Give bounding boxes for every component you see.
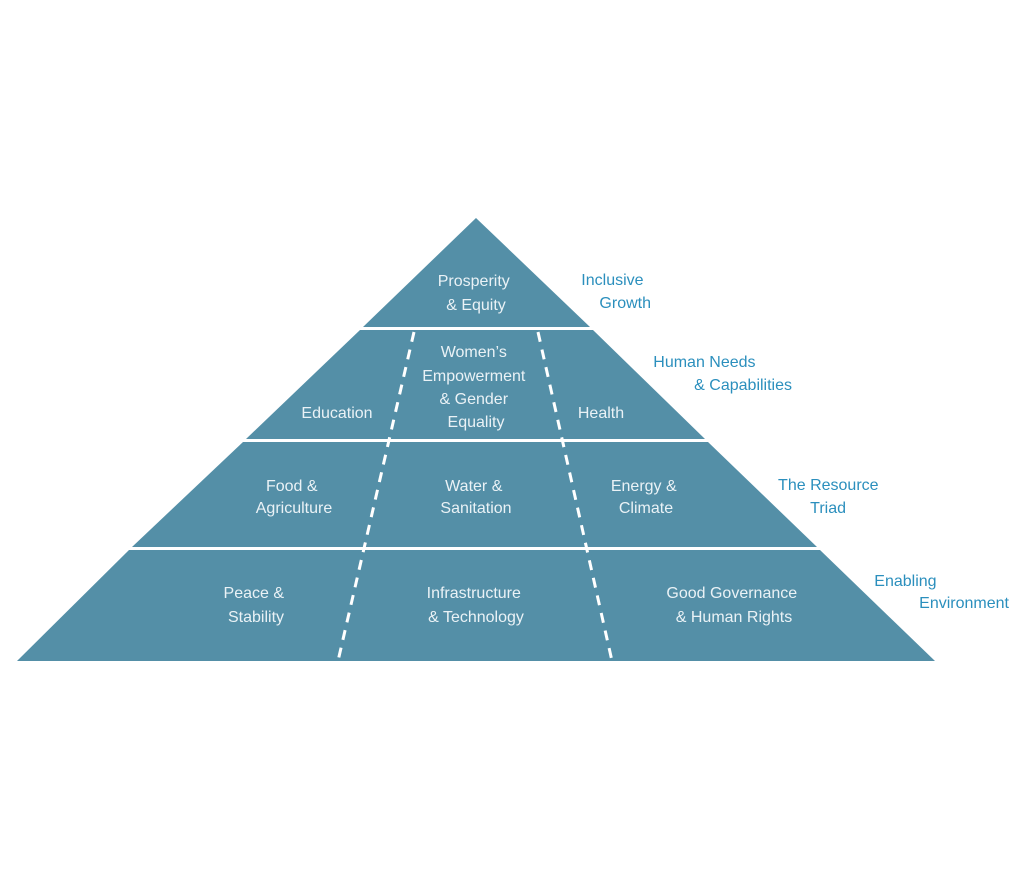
cell-good-governance: Good Governance & Human Rights	[666, 585, 801, 626]
right-divider	[536, 331, 614, 662]
side-label-human-needs: Human Needs & Capabilities	[653, 354, 792, 394]
left-divider	[336, 331, 416, 662]
cell-energy-climate: Energy & Climate	[611, 478, 681, 517]
pyramid-tier-4	[17, 550, 935, 661]
cell-health: Health	[578, 405, 624, 422]
cell-peace-stability: Peace & Stability	[224, 585, 289, 626]
cell-water-sanitation: Water & Sanitation	[440, 478, 511, 517]
side-label-inclusive-growth: Inclusive Growth	[581, 272, 651, 312]
cell-womens-empowerment: Women’s Empowerment & Gender Equality	[422, 344, 530, 431]
cell-infrastructure-technology: Infrastructure & Technology	[427, 585, 526, 626]
side-label-enabling-environment: Enabling Environment	[874, 573, 1009, 612]
cell-food-agriculture: Food & Agriculture	[256, 478, 333, 517]
cell-prosperity-equity: Prosperity & Equity	[438, 273, 514, 314]
cell-education: Education	[301, 405, 372, 422]
pyramid-tier-2	[246, 330, 705, 439]
pyramid-tier-1	[363, 218, 590, 327]
pyramid-tier-3	[132, 442, 817, 547]
side-label-resource-triad: The Resource Triad	[778, 477, 883, 517]
